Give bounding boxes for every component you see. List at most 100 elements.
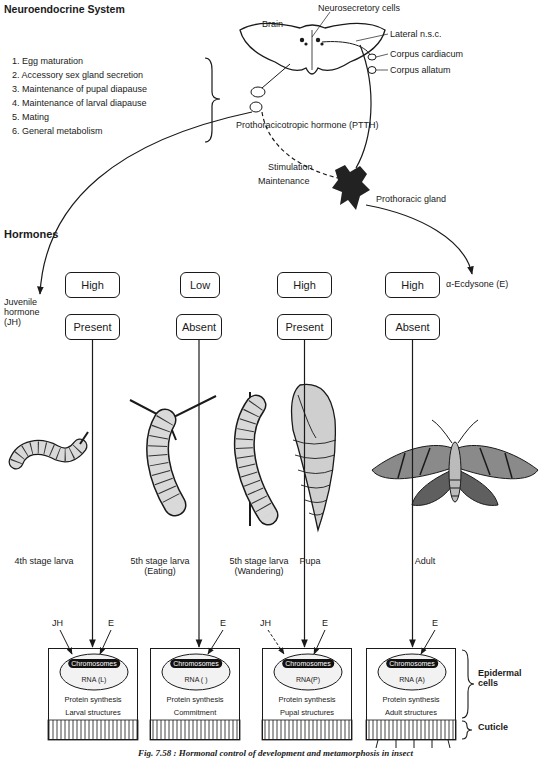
corpus-allatum	[368, 67, 376, 74]
moth-wing	[372, 445, 452, 478]
pupa-body	[292, 384, 336, 530]
stage-connector	[92, 340, 93, 647]
nucleus-ellipse-shape	[162, 654, 230, 690]
hormone-level: Present	[74, 321, 112, 333]
leader-line	[376, 54, 388, 57]
hormone-level-box: High	[277, 272, 332, 298]
part-label: 4th stage larva	[2, 556, 86, 566]
neurosecretory-cell	[316, 38, 320, 42]
neurosecretory-cell	[304, 42, 307, 45]
bracket	[462, 650, 474, 718]
nucleus-ellipse: ChromosomesRNA (A)	[377, 653, 447, 691]
hormone-level-box: Absent	[385, 314, 440, 340]
nucleus-ellipse: ChromosomesRNA (L)	[59, 653, 129, 691]
cuticle-layer	[150, 720, 240, 740]
part-label: JH	[52, 618, 63, 628]
hormone-level-box: High	[65, 272, 120, 298]
cell-text: Commitment	[151, 708, 239, 717]
cell-text: Adult structures	[367, 708, 455, 717]
nucleus-ellipse: ChromosomesRNA(P)	[273, 653, 343, 691]
leader-line	[356, 34, 388, 41]
moth-wing	[412, 470, 454, 505]
larva-body	[244, 405, 268, 515]
hormone-level-box: Absent	[176, 314, 222, 340]
stage-connector	[412, 340, 413, 647]
brain-outline	[240, 23, 385, 74]
nucleus-text: Chromosomes	[68, 659, 120, 668]
larva-body	[158, 420, 175, 505]
nucleus-ellipse-shape	[378, 654, 446, 690]
part-label: 5th stage larva (Eating)	[118, 556, 202, 576]
hormone-arrow	[100, 630, 111, 654]
nucleus-text: RNA(P)	[296, 675, 320, 684]
part-label: Hormones	[4, 229, 58, 239]
part-label: 4. Maintenance of larval diapause	[12, 98, 147, 108]
hormone-arrow	[421, 630, 435, 654]
larva-body	[16, 446, 80, 462]
larva-segments	[158, 420, 175, 505]
part-label: 1. Egg maturation	[12, 56, 83, 66]
epidermal-cell-box: Protein synthesisPupal structuresChromos…	[262, 648, 352, 740]
moth-body	[449, 442, 461, 502]
hormone-arrow	[268, 630, 284, 654]
nerve-line	[262, 64, 290, 88]
part-label: Maintenance	[258, 176, 310, 186]
moth-wing	[456, 470, 498, 505]
part-label: Corpus cardiacum	[390, 49, 463, 59]
part-label: α-Ecdysone (E)	[446, 279, 508, 289]
part-label: Pupa	[290, 556, 330, 566]
nucleus-text: Chromosomes	[282, 659, 334, 668]
corpus-cardiacum	[251, 87, 265, 97]
nucleus-text: Chromosomes	[170, 659, 222, 668]
part-label: 5th stage larva (Wandering)	[214, 556, 304, 576]
cell-text: Protein synthesis	[367, 695, 455, 704]
part-label: Corpus allatum	[390, 65, 451, 75]
diagram-title: Neuroendocrine System	[4, 3, 125, 15]
moth-wing	[458, 445, 538, 478]
hormone-release-arrow	[366, 205, 472, 274]
moth-stripes	[450, 480, 460, 496]
hormone-level-box: Low	[180, 272, 220, 298]
part-label: 3. Maintenance of pupal diapause	[12, 84, 147, 94]
hormone-level: Present	[286, 321, 324, 333]
corpus-cardiacum	[368, 54, 376, 60]
cell-text: Protein synthesis	[49, 695, 137, 704]
hormone-level: Absent	[182, 321, 216, 333]
cell-text: Protein synthesis	[263, 695, 351, 704]
nucleus-text: RNA ( )	[185, 675, 208, 684]
part-label: 5. Mating	[12, 112, 49, 122]
part-label: Epidermal cells	[478, 668, 540, 688]
bracket	[462, 721, 472, 739]
nucleus-ellipse: ChromosomesRNA ( )	[161, 653, 231, 691]
part-label: Lateral n.s.c.	[390, 29, 442, 39]
hormone-arrow	[314, 630, 325, 654]
pupa-segments	[293, 395, 336, 515]
bracket	[205, 58, 220, 142]
cuticle-layer	[366, 720, 456, 740]
nucleus-ellipse-shape	[274, 654, 342, 690]
part-label: 2. Accessory sex gland secretion	[12, 70, 143, 80]
part-label: Juvenile hormone (JH)	[4, 297, 56, 327]
nucleus-text: Chromosomes	[386, 659, 438, 668]
hormone-arrow	[60, 630, 72, 654]
epidermal-cell-box: Protein synthesisCommitmentChromosomesRN…	[150, 648, 240, 740]
stage-connector	[198, 340, 199, 647]
hormone-level: Absent	[395, 321, 429, 333]
hormone-level: High	[401, 279, 424, 291]
larva-segments	[244, 405, 268, 515]
nucleus-ellipse-shape	[60, 654, 128, 690]
neurosecretory-cell	[300, 38, 304, 42]
part-label: E	[432, 618, 438, 628]
larva-horn	[80, 432, 88, 444]
leader-line	[312, 12, 330, 37]
leader-line	[376, 70, 388, 71]
hormone-level: High	[81, 279, 104, 291]
hormone-release-arrow	[40, 112, 252, 294]
stage-connector	[304, 340, 305, 647]
moth-antenna	[432, 420, 478, 443]
cuticle-layer	[48, 720, 138, 740]
hormone-level: High	[293, 279, 316, 291]
corpus-allatum	[250, 102, 262, 112]
